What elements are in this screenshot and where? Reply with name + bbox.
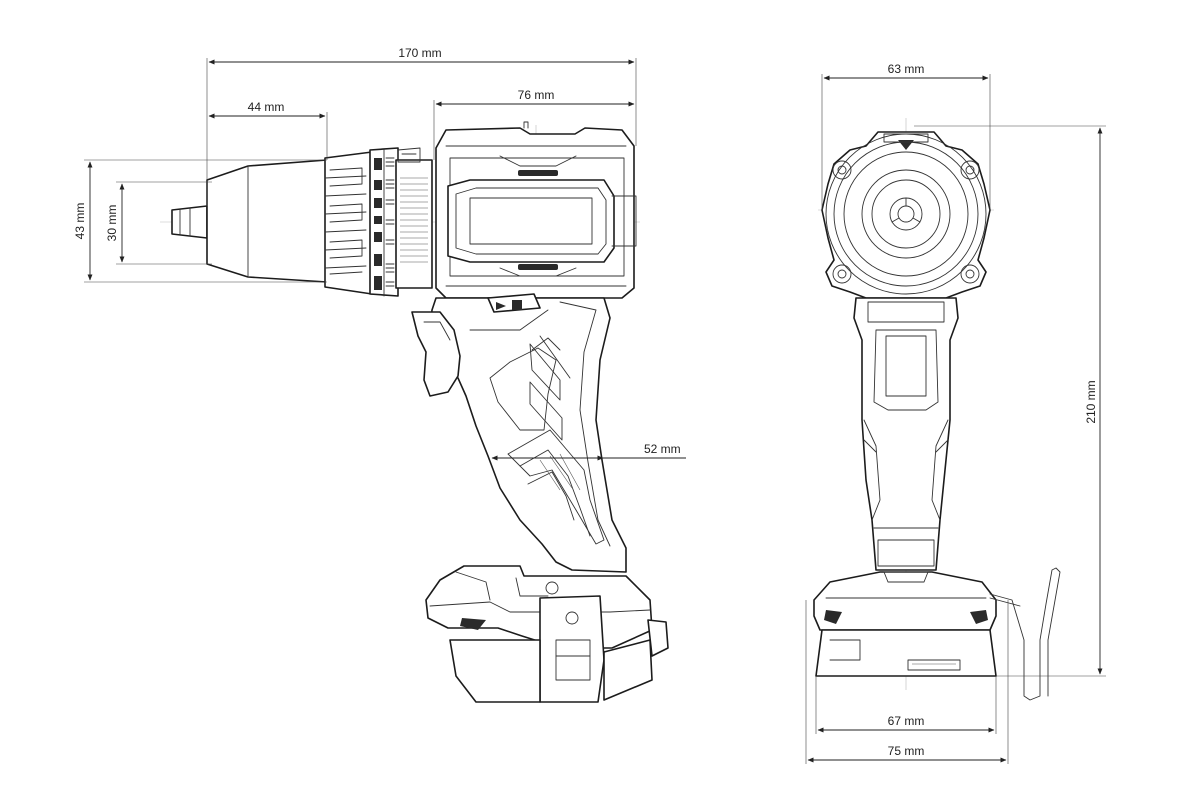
label-overall-length: 170 mm <box>398 46 441 60</box>
front-view: 63 mm 210 mm 67 mm 75 mm <box>805 62 1106 764</box>
label-chuck-inner-diameter: 30 mm <box>105 205 119 242</box>
front-head-housing <box>821 131 991 299</box>
trigger <box>411 311 461 397</box>
chuck-cone <box>206 159 328 283</box>
belt-clip <box>539 595 605 703</box>
label-chuck-length: 44 mm <box>248 100 285 114</box>
label-battery-mount-width: 67 mm <box>888 714 925 728</box>
label-gearbox-length: 76 mm <box>518 88 555 102</box>
label-grip-width: 52 mm <box>644 442 681 456</box>
motor-window <box>447 179 637 263</box>
label-head-width: 63 mm <box>888 62 925 76</box>
chuck-sleeve <box>324 151 373 295</box>
side-view: 170 mm 44 mm 76 mm 43 mm 30 mm 52 mm <box>73 46 686 703</box>
front-handle <box>853 297 959 571</box>
handle-body <box>429 297 627 573</box>
battery-pack-bottom <box>449 639 653 703</box>
clutch-ring <box>395 147 433 289</box>
mounting-screws <box>832 160 980 284</box>
label-overall-height: 210 mm <box>1084 380 1098 423</box>
belt-hook <box>989 567 1061 701</box>
label-base-width: 75 mm <box>888 744 925 758</box>
torque-collar <box>369 147 399 297</box>
front-battery-pack <box>815 629 997 677</box>
direction-switch <box>487 293 541 313</box>
drill-bit-tip <box>171 205 208 239</box>
grip-texture <box>507 335 605 545</box>
label-chuck-outer-diameter: 43 mm <box>73 203 87 240</box>
front-battery-base <box>813 571 997 631</box>
